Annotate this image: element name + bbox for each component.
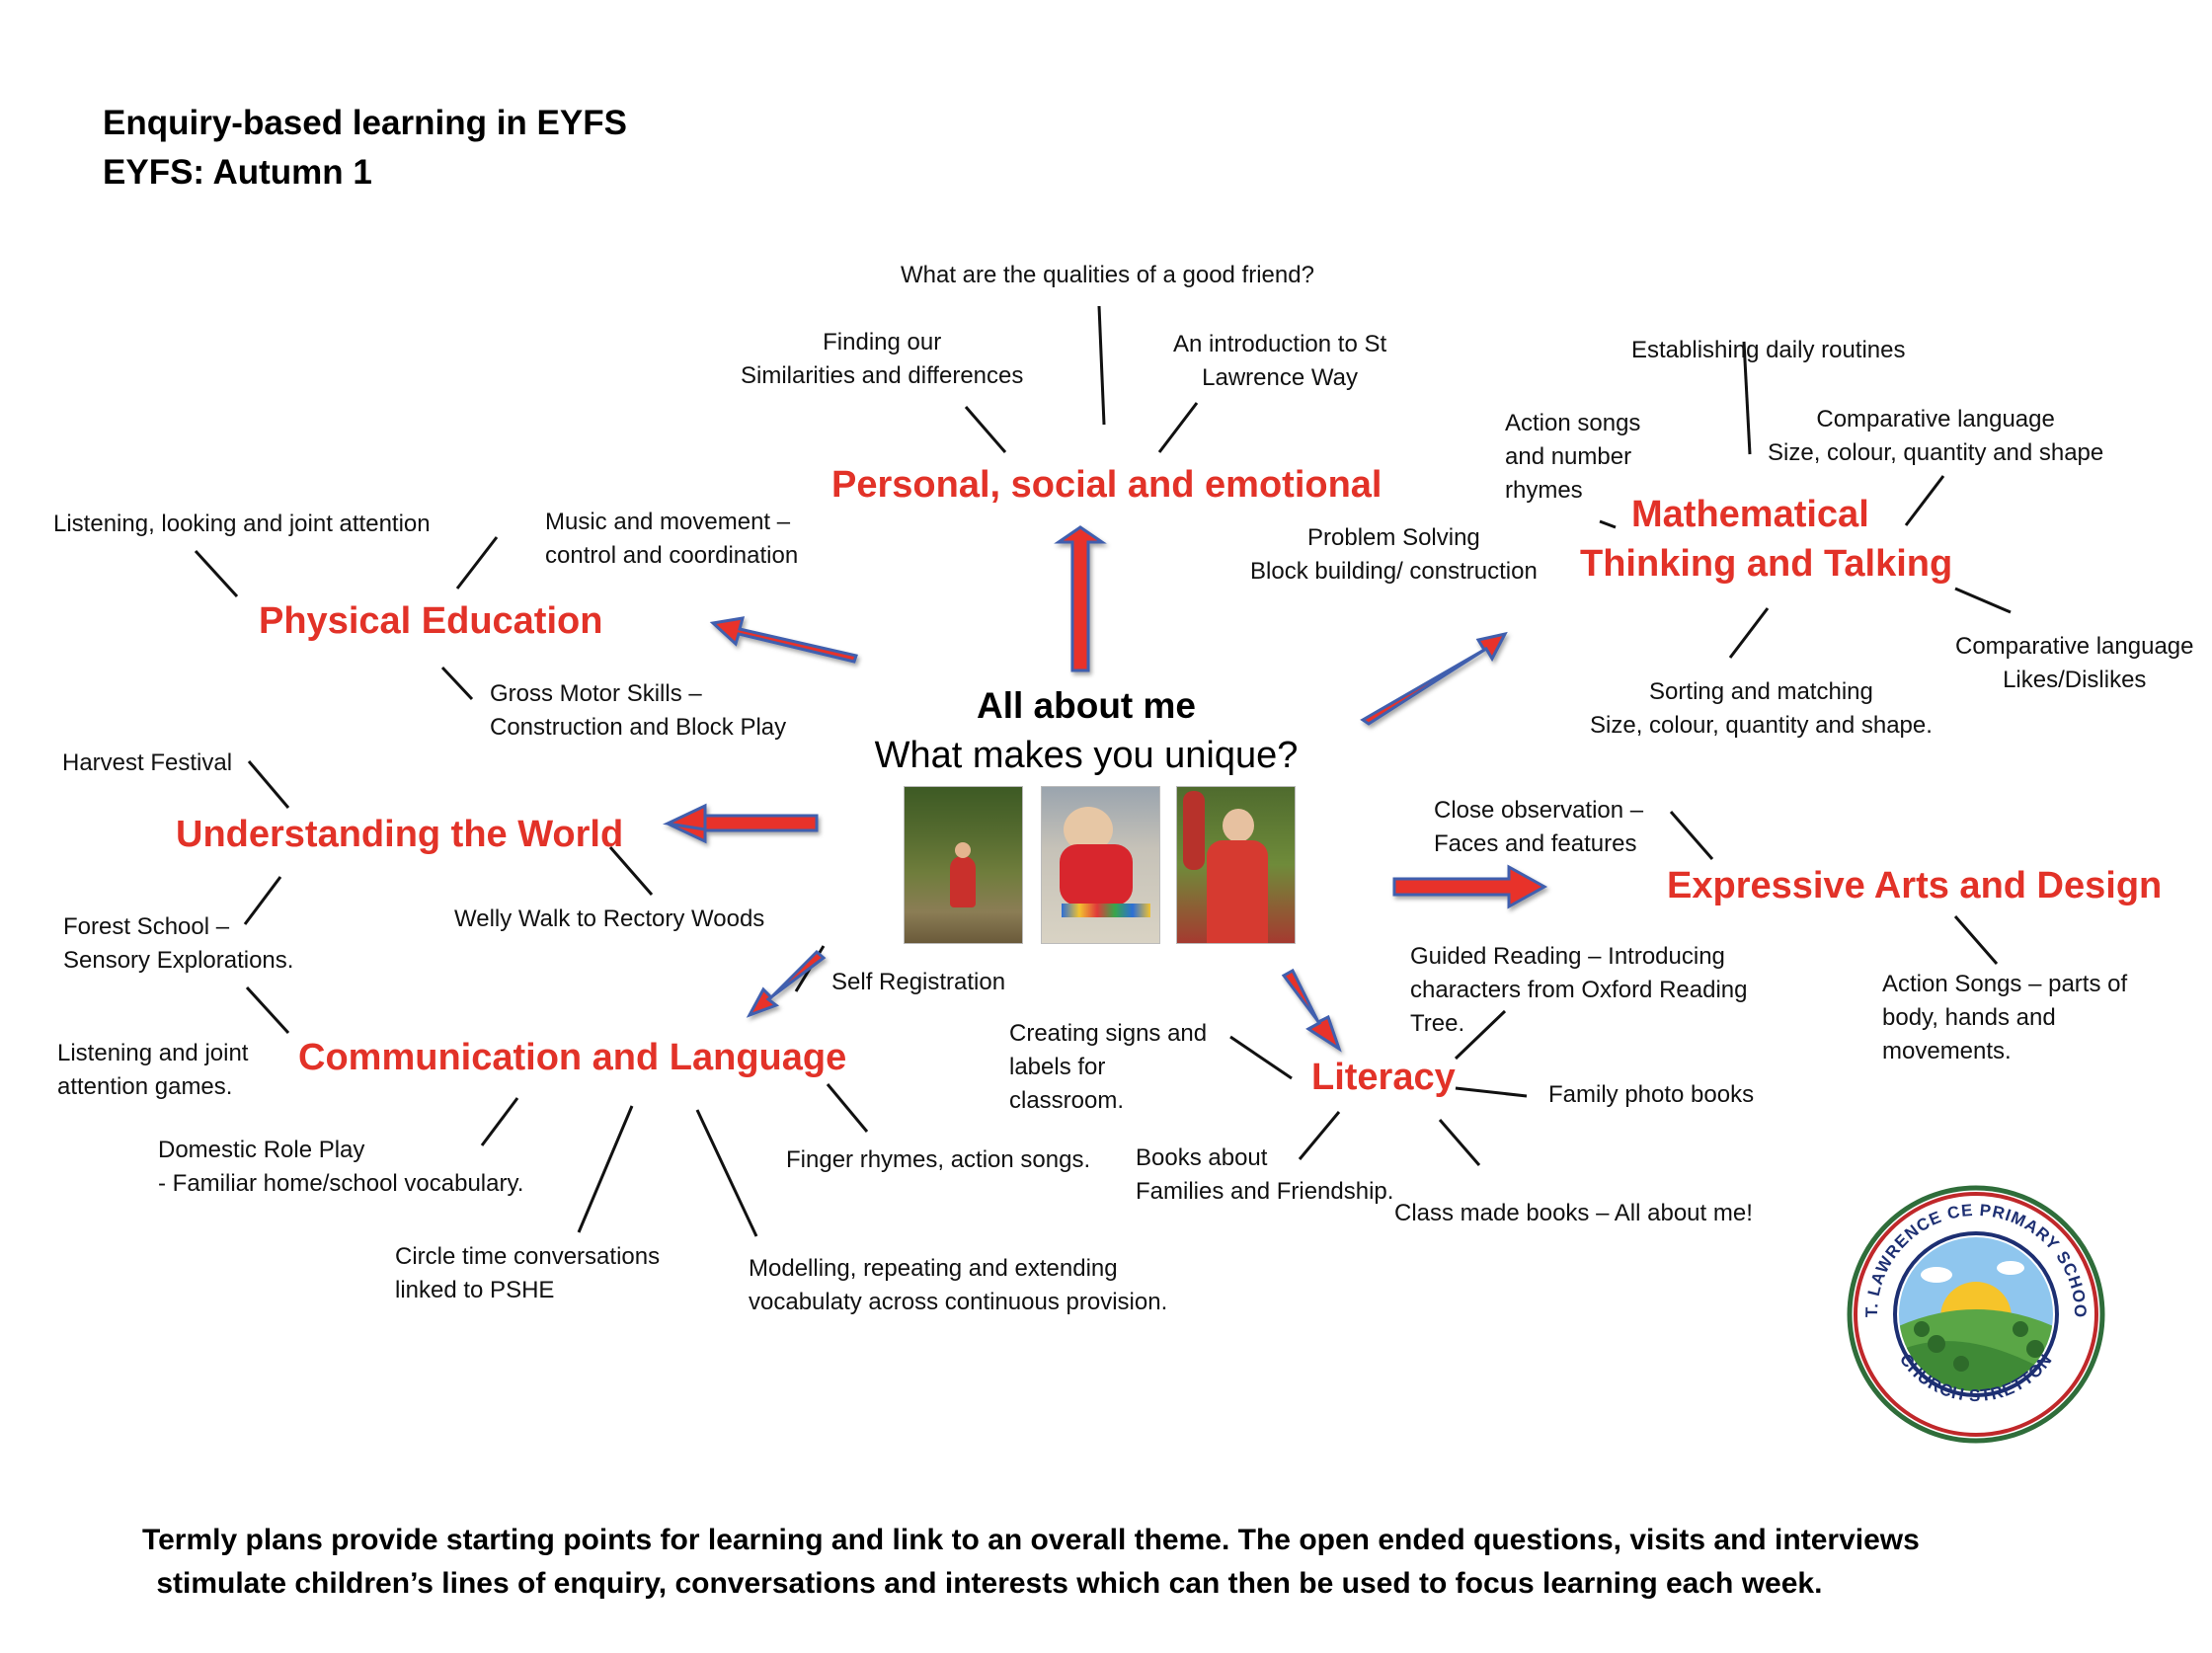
- area-thinking-talking: Thinking and Talking: [1580, 543, 1952, 586]
- note-daily-routines: Establishing daily routines: [1631, 334, 1906, 367]
- arrow-to-math: [1363, 634, 1505, 724]
- note-signs-labels: Creating signs and labels for classroom.: [1009, 1017, 1207, 1118]
- area-understanding-the-world: Understanding the World: [176, 814, 623, 856]
- note-comparative-size: Comparative language Size, colour, quant…: [1768, 403, 2103, 470]
- note-finger-rhymes: Finger rhymes, action songs.: [786, 1143, 1090, 1177]
- area-expressive-arts-design: Expressive Arts and Design: [1667, 865, 2162, 907]
- note-harvest-festival: Harvest Festival: [62, 747, 232, 780]
- page-subtitle: EYFS: Autumn 1: [103, 148, 372, 197]
- school-logo: ST. LAWRENCE CE PRIMARY SCHOOL CHURCH ST…: [1843, 1181, 2109, 1448]
- area-physical-education: Physical Education: [259, 600, 602, 643]
- note-music-movement: Music and movement – control and coordin…: [545, 506, 798, 573]
- note-action-songs-body: Action Songs – parts of body, hands and …: [1882, 968, 2127, 1068]
- photo-child-smiling: [1176, 786, 1296, 944]
- theme-title: All about me: [869, 685, 1304, 727]
- theme-question: What makes you unique?: [830, 735, 1343, 777]
- note-action-songs-number: Action songs and number rhymes: [1505, 407, 1640, 508]
- arrow-to-cl: [750, 952, 824, 1015]
- area-communication-language: Communication and Language: [298, 1037, 846, 1079]
- note-st-lawrence-way: An introduction to St Lawrence Way: [1173, 328, 1386, 395]
- note-family-photo-books: Family photo books: [1548, 1078, 1754, 1112]
- note-self-registration: Self Registration: [831, 966, 1005, 999]
- note-good-friend: What are the qualities of a good friend?: [901, 259, 1314, 292]
- note-circle-time: Circle time conversations linked to PSHE: [395, 1240, 660, 1307]
- note-sorting-matching: Sorting and matching Size, colour, quant…: [1590, 675, 1933, 743]
- note-forest-school: Forest School – Sensory Explorations.: [63, 910, 293, 978]
- note-modelling-vocabulary: Modelling, repeating and extending vocab…: [749, 1252, 1167, 1319]
- arrow-to-pse: [1059, 527, 1102, 670]
- photo-child-building-blocks: [1041, 786, 1160, 944]
- area-personal-social-emotional: Personal, social and emotional: [831, 464, 1382, 507]
- note-comparative-likes: Comparative language Likes/Dislikes: [1955, 630, 2194, 697]
- note-gross-motor: Gross Motor Skills – Construction and Bl…: [490, 677, 786, 745]
- photo-child-woods: [904, 786, 1023, 944]
- footer-line-2: stimulate children’s lines of enquiry, c…: [148, 1562, 1822, 1606]
- note-similarities-differences: Finding our Similarities and differences: [741, 326, 1023, 393]
- note-class-made-books: Class made books – All about me!: [1394, 1197, 1753, 1230]
- note-close-observation: Close observation – Faces and features: [1434, 794, 1643, 861]
- arrow-to-literacy: [1284, 971, 1339, 1049]
- page-title: Enquiry-based learning in EYFS: [103, 99, 627, 148]
- note-listening-games: Listening and joint attention games.: [57, 1037, 248, 1104]
- note-domestic-role-play: Domestic Role Play - Familiar home/schoo…: [158, 1134, 523, 1201]
- note-listening-looking: Listening, looking and joint attention: [53, 508, 431, 541]
- note-welly-walk: Welly Walk to Rectory Woods: [454, 903, 764, 936]
- note-guided-reading: Guided Reading – Introducing characters …: [1410, 940, 1747, 1041]
- note-problem-solving: Problem Solving Block building/ construc…: [1250, 521, 1538, 589]
- arrow-to-uw: [668, 806, 817, 841]
- arrow-to-pe: [713, 618, 856, 662]
- footer-line-1: Termly plans provide starting points for…: [142, 1519, 1920, 1562]
- area-literacy: Literacy: [1311, 1057, 1456, 1099]
- area-mathematical: Mathematical: [1631, 494, 1869, 536]
- arrow-to-ead: [1394, 867, 1544, 906]
- note-books-families: Books about Families and Friendship.: [1136, 1141, 1393, 1209]
